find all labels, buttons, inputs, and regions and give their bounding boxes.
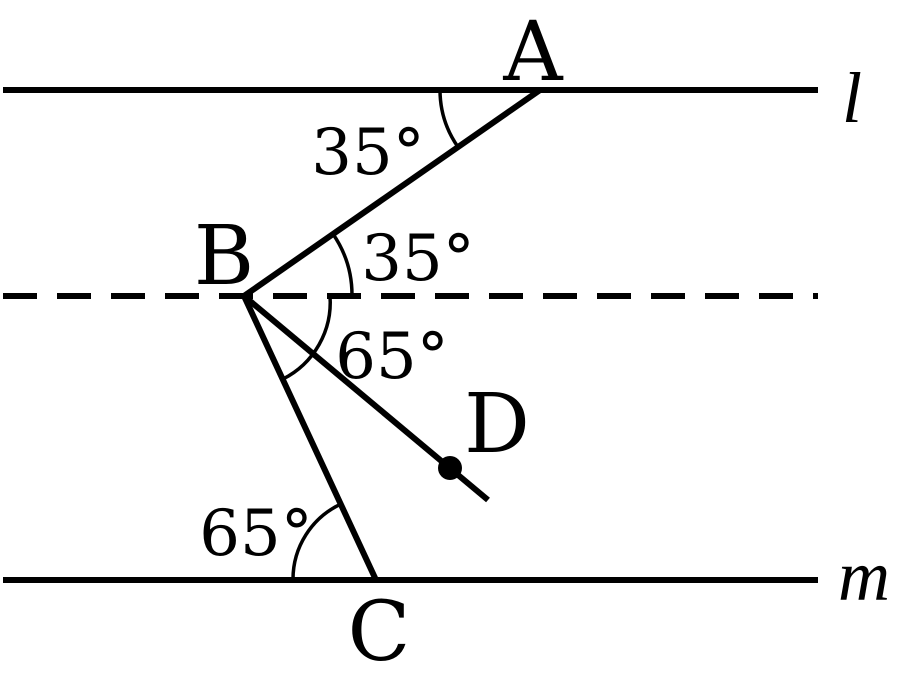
angle-label-at-b-lower: 65° [335, 320, 448, 394]
angle-label-at-b-upper: 35° [361, 222, 474, 296]
angle-arc-at-c [291, 502, 342, 581]
line-label-l: l [842, 58, 862, 138]
angle-arc-at-b-upper [331, 233, 354, 297]
point-label-d: D [464, 377, 530, 472]
segment-ab [242, 87, 542, 299]
point-label-b: B [194, 209, 254, 304]
angle-arc-at-a [438, 89, 460, 149]
angle-label-at-c: 65° [199, 497, 312, 571]
line-label-m: m [838, 536, 890, 616]
point-label-c: C [348, 585, 411, 680]
angle-arc-at-b-lower [282, 295, 332, 381]
point-label-a: A [502, 5, 564, 100]
point-d-dot [438, 456, 462, 480]
angle-label-at-a: 35° [311, 116, 424, 190]
segment-bc [241, 294, 379, 582]
